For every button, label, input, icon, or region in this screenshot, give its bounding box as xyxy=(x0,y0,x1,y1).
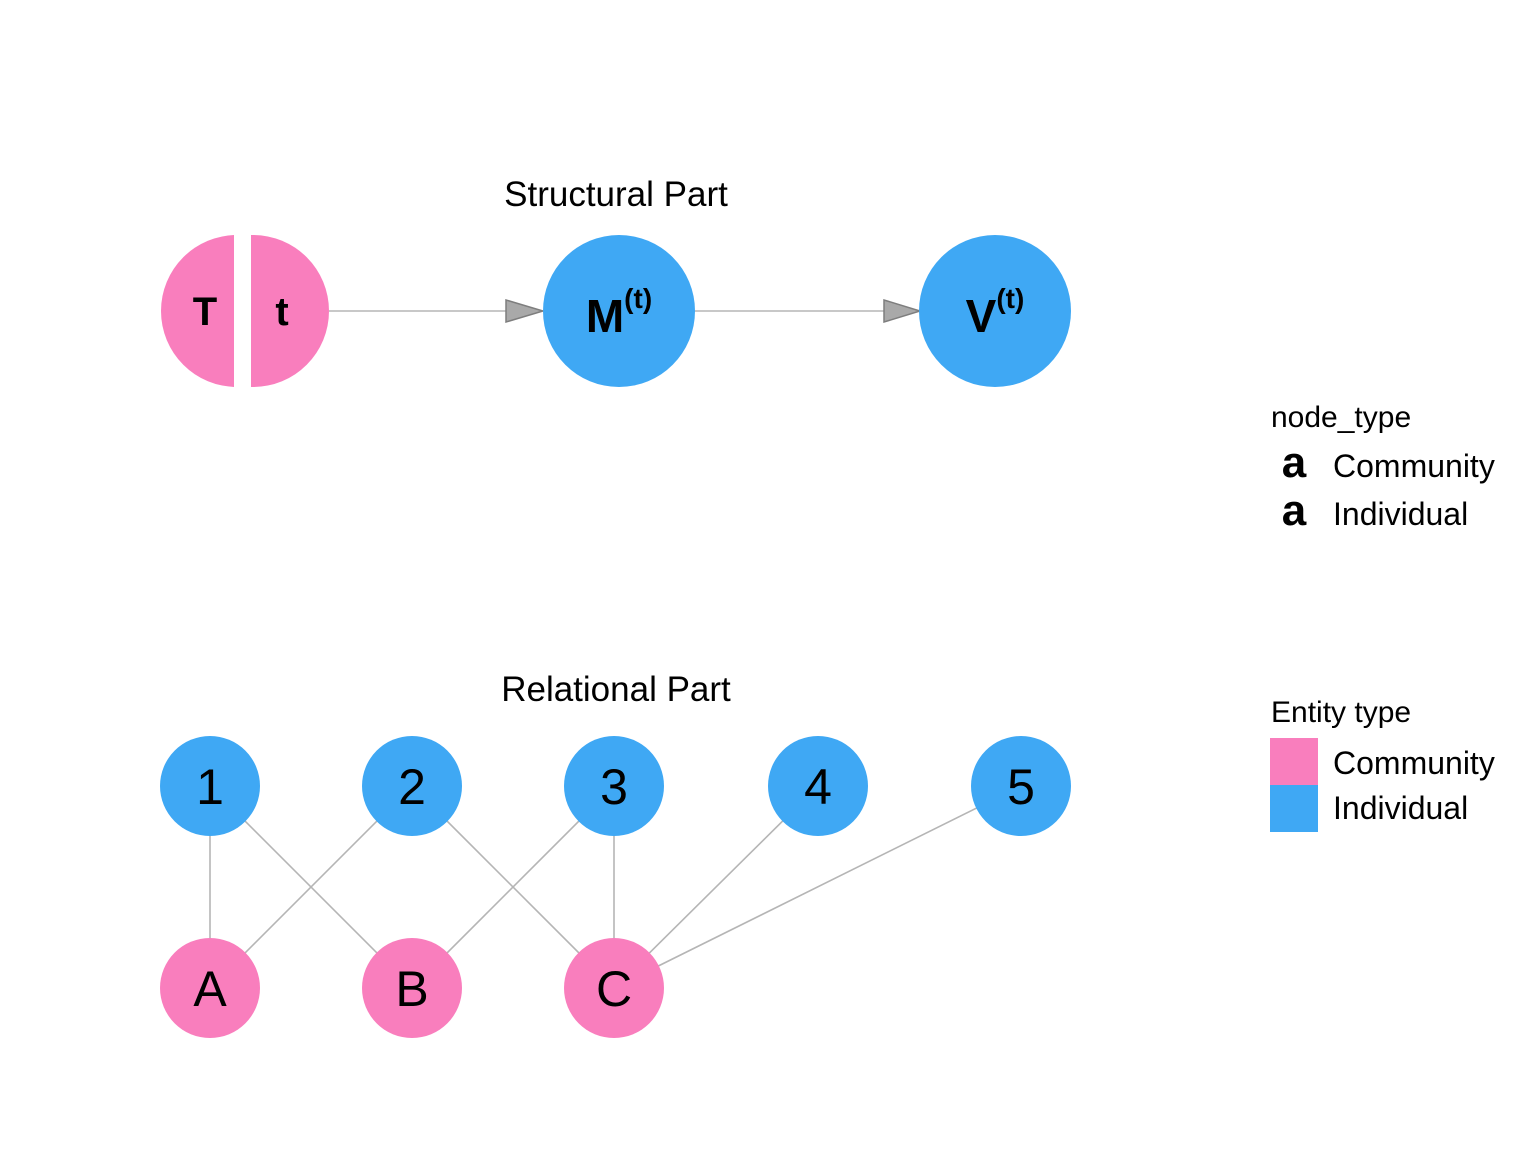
node-v-circle xyxy=(919,235,1071,387)
node-label-2: 2 xyxy=(398,759,426,815)
node-C-circle xyxy=(564,938,664,1038)
node-label-T: T xyxy=(193,290,217,334)
node-m-circle xyxy=(543,235,695,387)
node-individual-3: 3 xyxy=(564,736,664,836)
node-2-circle xyxy=(362,736,462,836)
node-t-half xyxy=(161,235,234,387)
legend-node-type: node_type a Community a Individual xyxy=(1271,401,1495,535)
legend-node-type-title: node_type xyxy=(1271,401,1411,434)
structural-part-title: Structural Part xyxy=(504,175,728,214)
relational-part-title: Relational Part xyxy=(501,670,731,709)
legend-entity-type-label-community: Community xyxy=(1333,745,1495,781)
legend-node-type-label-community: Community xyxy=(1333,448,1495,484)
structural-part: Structural Part T t M(t) V(t) xyxy=(161,175,1071,387)
community-color-swatch xyxy=(1270,738,1318,785)
node-m: M(t) xyxy=(543,235,695,387)
legend-entity-type: Entity type Community Individual xyxy=(1270,696,1495,832)
node-5-circle xyxy=(971,736,1071,836)
legend-item-individual: a Individual xyxy=(1282,486,1468,535)
legend-entity-type-label-individual: Individual xyxy=(1333,790,1468,826)
node-individual-1: 1 xyxy=(160,736,260,836)
node-individual-2: 2 xyxy=(362,736,462,836)
legend-item-community: a Community xyxy=(1282,438,1495,487)
node-label-m: M(t) xyxy=(586,283,652,342)
legend-node-type-label-individual: Individual xyxy=(1333,496,1468,532)
legend-key-a-icon: a xyxy=(1282,486,1307,535)
node-community-B: B xyxy=(362,938,462,1038)
legend-item-community: Community xyxy=(1270,738,1495,785)
node-individual-4: 4 xyxy=(768,736,868,836)
node-label-C: C xyxy=(596,961,632,1017)
arrowhead-icon xyxy=(505,298,546,324)
legend-entity-type-title: Entity type xyxy=(1271,696,1411,729)
node-community-C: C xyxy=(564,938,664,1038)
node-B-circle xyxy=(362,938,462,1038)
node-community-tt: T t xyxy=(161,235,329,387)
node-1-circle xyxy=(160,736,260,836)
node-4-circle xyxy=(768,736,868,836)
node-label-v: V(t) xyxy=(966,283,1025,342)
node-label-A: A xyxy=(193,961,227,1017)
node-individual-5: 5 xyxy=(971,736,1071,836)
node-community-A: A xyxy=(160,938,260,1038)
arrowhead-icon xyxy=(883,298,923,324)
node-label-B: B xyxy=(395,961,428,1017)
node-label-4: 4 xyxy=(804,759,832,815)
relational-part: Relational Part 1 2 3 4 xyxy=(160,670,1071,1038)
edge-5-C xyxy=(613,785,1022,989)
node-label-t: t xyxy=(275,290,288,334)
node-3-circle xyxy=(564,736,664,836)
node-v: V(t) xyxy=(919,235,1071,387)
legend-item-individual: Individual xyxy=(1270,785,1468,832)
legend-key-a-icon: a xyxy=(1282,438,1307,487)
node-label-1: 1 xyxy=(196,759,224,815)
node-label-3: 3 xyxy=(600,759,628,815)
node-label-5: 5 xyxy=(1007,759,1035,815)
node-A-circle xyxy=(160,938,260,1038)
individual-color-swatch xyxy=(1270,785,1318,832)
node-t-small-half xyxy=(251,235,329,387)
